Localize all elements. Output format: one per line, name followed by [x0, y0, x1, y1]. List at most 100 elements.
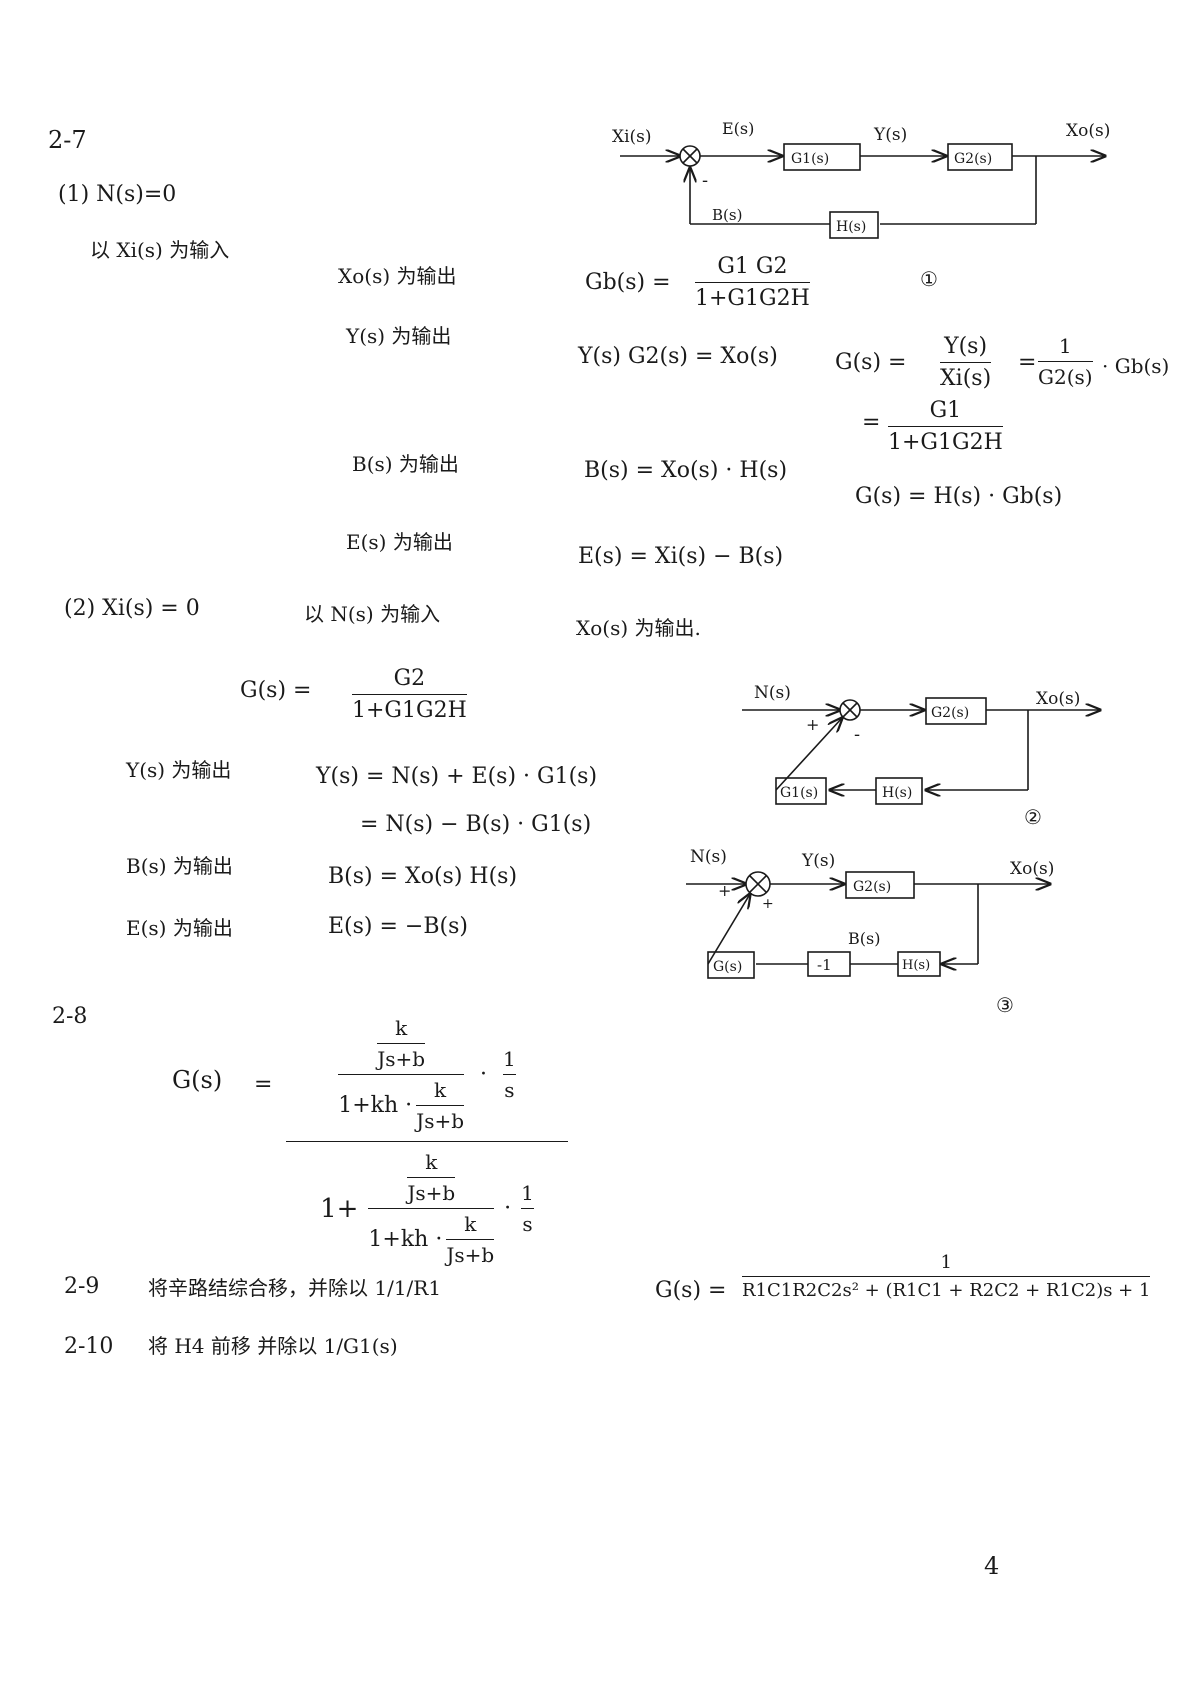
output-b-label: B(s) 为输出 [352, 452, 459, 476]
svg-text:G(s): G(s) [713, 959, 742, 975]
eq-e: E(s) = Xi(s) − B(s) [578, 544, 784, 569]
p28-k-4: k [464, 1212, 477, 1236]
d3-diagram-number: ③ [996, 993, 1014, 1017]
p28-dot-2: · [504, 1196, 512, 1221]
p28-jsb: Js+b [377, 1047, 426, 1071]
output-e-label: E(s) 为输出 [346, 530, 453, 554]
d2-g1-block: G1(s) [775, 777, 827, 805]
d2-g2-block: G2(s) [925, 697, 987, 725]
d3-output-label: Xo(s) [1010, 859, 1054, 879]
p29-lhs: G(s) = [655, 1278, 727, 1303]
d1-minus-sign: - [702, 170, 708, 191]
y2-eq1: Y(s) = N(s) + E(s) · G1(s) [316, 764, 598, 789]
eq-gb2: G(s) = H(s) · Gb(s) [855, 484, 1063, 509]
gy2-equals: = [862, 410, 881, 435]
svg-text:G2(s): G2(s) [954, 151, 992, 167]
p28-one-plus-kh: 1+kh · [338, 1093, 413, 1118]
eq-b: B(s) = Xo(s) · H(s) [584, 458, 788, 483]
d2-input-label: N(s) [754, 683, 791, 703]
p28-one-2: 1 [521, 1181, 534, 1205]
d1-y-label: Y(s) [873, 125, 907, 145]
d3-input-label: N(s) [690, 847, 727, 867]
gy-numerator: Y(s) [944, 334, 988, 359]
gy-equals: = [1018, 350, 1037, 375]
gn-lhs: G(s) = [240, 678, 312, 703]
p28-bottom-den-fraction: k Js+b [446, 1212, 495, 1267]
p28-lhs: G(s) [172, 1066, 223, 1094]
gn-fraction: G2 1+G1G2H [352, 666, 467, 723]
eq-y: Y(s) G2(s) = Xo(s) [578, 344, 778, 369]
e2-eq: E(s) = −B(s) [328, 914, 468, 939]
gy-gb: · Gb(s) [1102, 354, 1170, 378]
block-diagram-3: N(s) + + Y(s) G2(s) Xo(s) H(s) B(s) -1 G… [686, 847, 1054, 1017]
gy2-numerator: G1 [929, 398, 962, 423]
p28-dot: · [480, 1062, 488, 1087]
d3-plus-sign-2: + [762, 896, 774, 912]
problem-number-2-8: 2-8 [52, 1004, 88, 1029]
p28-s: s [504, 1078, 515, 1102]
d1-h-block: H(s) [829, 211, 879, 239]
d3-b-label: B(s) [848, 929, 880, 948]
case1-condition: (1) N(s)=0 [58, 182, 177, 207]
problem-number-2-9: 2-9 [64, 1274, 100, 1299]
gy-one: 1 [1058, 334, 1072, 358]
gy2-fraction: G1 1+G1G2H [888, 398, 1003, 455]
d3-y-label: Y(s) [801, 851, 835, 871]
d2-minus-sign: - [854, 724, 860, 745]
case2-input-label: 以 N(s) 为输入 [304, 602, 441, 626]
d1-error-label: E(s) [722, 119, 754, 138]
p29-numerator: 1 [940, 1252, 952, 1273]
p28-one: 1 [503, 1047, 516, 1071]
gy-fraction: Y(s) Xi(s) [940, 334, 992, 391]
p28-equals: = [254, 1072, 273, 1097]
p28-bottom-compound-fraction: k Js+b 1+kh · k Js+b [368, 1150, 495, 1267]
svg-text:G1(s): G1(s) [791, 151, 829, 167]
p28-s-2: s [522, 1212, 533, 1236]
d1-g1-block: G1(s) [783, 143, 861, 171]
p28-one-over-s: 1 s [503, 1047, 516, 1102]
b2-label: B(s) 为输出 [126, 854, 233, 878]
p28-jsb-2: Js+b [416, 1109, 465, 1133]
svg-text:G2(s): G2(s) [931, 705, 969, 721]
gy-g2: G2(s) [1038, 365, 1093, 389]
p28-one-plus: 1+ [320, 1193, 359, 1224]
d1-input-label: Xi(s) [612, 127, 652, 147]
p28-jsb-4: Js+b [446, 1243, 495, 1267]
d2-h-block: H(s) [875, 777, 923, 805]
d1-output-label: Xo(s) [1066, 121, 1110, 141]
output-y-label: Y(s) 为输出 [346, 324, 452, 348]
p28-k-3: k [425, 1150, 438, 1174]
y2-label: Y(s) 为输出 [126, 758, 232, 782]
p28-one-plus-kh-2: 1+kh · [368, 1227, 443, 1252]
svg-text:H(s): H(s) [882, 785, 912, 801]
d3-neg-one-block: -1 [807, 951, 851, 977]
d1-summing-junction [679, 145, 701, 167]
output-xo-label: Xo(s) 为输出 [338, 264, 457, 288]
d2-plus-sign: + [806, 715, 819, 734]
p28-denominator: 1+ k Js+b 1+kh · k Js+b · 1 s [320, 1150, 534, 1267]
p29-text: 将辛路结综合移，并除以 1/1/R1 [148, 1276, 442, 1300]
page-number: 4 [984, 1552, 1000, 1580]
gb-numerator: G1 G2 [717, 254, 788, 279]
p29-fraction: 1 R1C1R2C2s² + (R1C1 + R2C2 + R1C2)s + 1 [742, 1252, 1151, 1301]
p29-denominator: R1C1R2C2s² + (R1C1 + R2C2 + R1C2)s + 1 [742, 1280, 1151, 1301]
d1-b-label: B(s) [712, 206, 742, 224]
p28-k: k [395, 1016, 408, 1040]
p28-bottom-inner-fraction: k Js+b [407, 1150, 456, 1205]
d1-diagram-number: ① [920, 267, 938, 291]
case2-output-label: Xo(s) 为输出. [576, 616, 701, 640]
d3-g1-block: G(s) [707, 951, 755, 979]
p28-one-over-s-2: 1 s [521, 1181, 534, 1236]
p28-bottom-denominator: 1+kh · k Js+b [368, 1212, 495, 1267]
p210-text: 将 H4 前移 并除以 1/G1(s) [148, 1334, 398, 1358]
gy2-denominator: 1+G1G2H [888, 430, 1003, 455]
gy-fraction-2: 1 G2(s) [1038, 334, 1093, 389]
d1-g2-block: G2(s) [947, 143, 1013, 171]
svg-text:-1: -1 [817, 956, 832, 974]
block-diagram-1: Xi(s) - E(s) G1(s) Y(s) G2(s) Xo(s) H(s)… [612, 119, 1110, 291]
d2-diagram-number: ② [1024, 805, 1042, 829]
gb-lhs: Gb(s) = [585, 270, 671, 295]
gb-denominator: 1+G1G2H [695, 286, 810, 311]
svg-text:H(s): H(s) [836, 219, 866, 235]
